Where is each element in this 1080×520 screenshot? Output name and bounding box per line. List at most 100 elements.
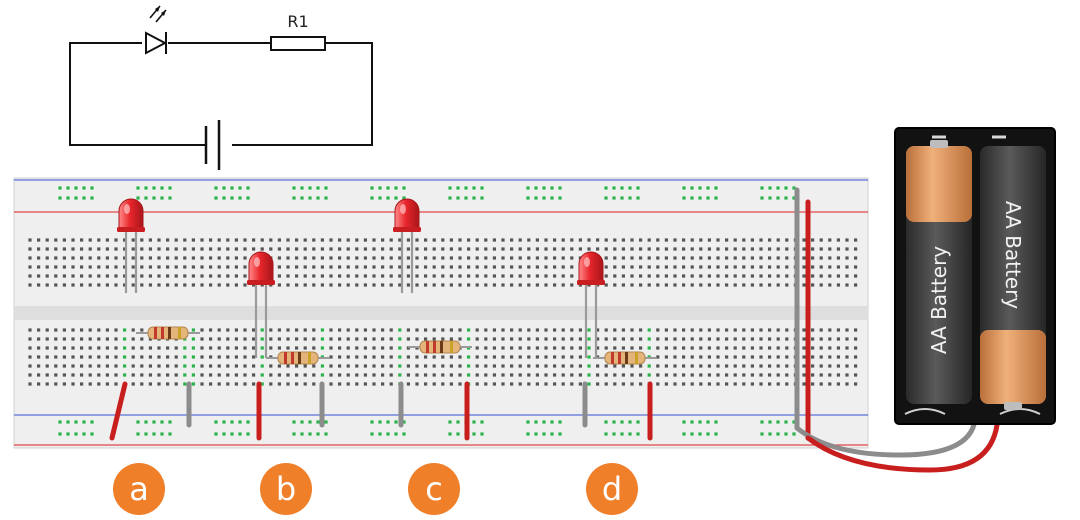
breadboard-hole [673, 283, 677, 287]
breadboard-hole [346, 256, 350, 260]
breadboard-hole [750, 364, 754, 368]
breadboard-hole [768, 355, 772, 359]
breadboard-hole [725, 238, 729, 242]
breadboard-hole [768, 328, 772, 332]
breadboard-hole [836, 382, 840, 386]
breadboard-hole [62, 256, 66, 260]
breadboard-hole [123, 265, 127, 269]
breadboard-hole [277, 346, 281, 350]
breadboard-hole [114, 328, 118, 332]
breadboard-hole [88, 337, 92, 341]
breadboard-hole [200, 337, 204, 341]
breadboard-hole [226, 382, 230, 386]
breadboard-hole [464, 196, 468, 200]
breadboard-hole [501, 238, 505, 242]
breadboard-hole [97, 238, 101, 242]
breadboard-hole [656, 238, 660, 242]
breadboard-hole [246, 432, 250, 436]
breadboard-hole [544, 265, 548, 269]
breadboard-hole [612, 186, 616, 190]
circuit-label-c: c [408, 463, 460, 515]
breadboard-hole [630, 373, 634, 377]
breadboard-hole [673, 337, 677, 341]
breadboard-hole [441, 238, 445, 242]
breadboard-hole [363, 256, 367, 260]
breadboard-hole [45, 355, 49, 359]
breadboard-hole [587, 337, 591, 341]
breadboard-hole [604, 274, 608, 278]
breadboard-hole [828, 247, 832, 251]
breadboard-hole [630, 364, 634, 368]
breadboard-hole [148, 283, 152, 287]
breadboard-hole [501, 247, 505, 251]
breadboard-hole [854, 328, 858, 332]
breadboard-hole [604, 328, 608, 332]
breadboard-hole [836, 238, 840, 242]
breadboard-hole [828, 382, 832, 386]
breadboard-hole [355, 283, 359, 287]
breadboard-hole [214, 186, 218, 190]
breadboard-hole [355, 373, 359, 377]
resistor-label: R1 [287, 12, 308, 31]
breadboard-hole [664, 247, 668, 251]
breadboard-hole [37, 274, 41, 278]
breadboard-hole [28, 364, 32, 368]
breadboard-hole [394, 432, 398, 436]
breadboard-hole [260, 337, 264, 341]
breadboard-hole [71, 373, 75, 377]
breadboard-hole [234, 364, 238, 368]
breadboard-hole [456, 420, 460, 424]
breadboard-hole [647, 346, 651, 350]
breadboard-hole [802, 265, 806, 269]
breadboard-hole [238, 432, 242, 436]
breadboard-hole [97, 364, 101, 368]
breadboard-hole [160, 420, 164, 424]
breadboard-hole [286, 274, 290, 278]
breadboard-hole [811, 265, 815, 269]
breadboard-hole [725, 382, 729, 386]
breadboard-hole [338, 238, 342, 242]
breadboard-hole [386, 196, 390, 200]
breadboard-hole [58, 186, 62, 190]
breadboard-hole [716, 337, 720, 341]
breadboard-hole [424, 364, 428, 368]
breadboard-hole [217, 283, 221, 287]
breadboard-hole [725, 283, 729, 287]
breadboard-hole [484, 238, 488, 242]
breadboard-hole [535, 355, 539, 359]
breadboard-hole [80, 265, 84, 269]
breadboard-hole [750, 382, 754, 386]
breadboard-hole [690, 355, 694, 359]
breadboard-hole [114, 265, 118, 269]
breadboard-hole [621, 247, 625, 251]
breadboard-hole [71, 265, 75, 269]
breadboard-hole [776, 382, 780, 386]
breadboard-hole [845, 247, 849, 251]
breadboard-hole [74, 420, 78, 424]
breadboard-hole [510, 355, 514, 359]
breadboard-hole [432, 364, 436, 368]
breadboard-hole [157, 265, 161, 269]
breadboard-hole [792, 420, 796, 424]
breadboard-hole [492, 382, 496, 386]
breadboard-hole [604, 346, 608, 350]
breadboard-hole [570, 265, 574, 269]
breadboard-hole [836, 256, 840, 260]
breadboard-hole [324, 196, 328, 200]
breadboard-hole [432, 265, 436, 269]
breadboard-hole [449, 337, 453, 341]
breadboard-hole [630, 238, 634, 242]
breadboard-hole [381, 256, 385, 260]
breadboard-hole [776, 337, 780, 341]
breadboard-hole [639, 337, 643, 341]
breadboard-hole [707, 346, 711, 350]
breadboard-hole [613, 265, 617, 269]
breadboard-hole [166, 364, 170, 368]
breadboard-hole [664, 373, 668, 377]
breadboard-hole [338, 346, 342, 350]
breadboard-hole [630, 346, 634, 350]
breadboard-hole [389, 274, 393, 278]
breadboard-hole [448, 420, 452, 424]
breadboard-hole [527, 274, 531, 278]
breadboard-hole [707, 382, 711, 386]
